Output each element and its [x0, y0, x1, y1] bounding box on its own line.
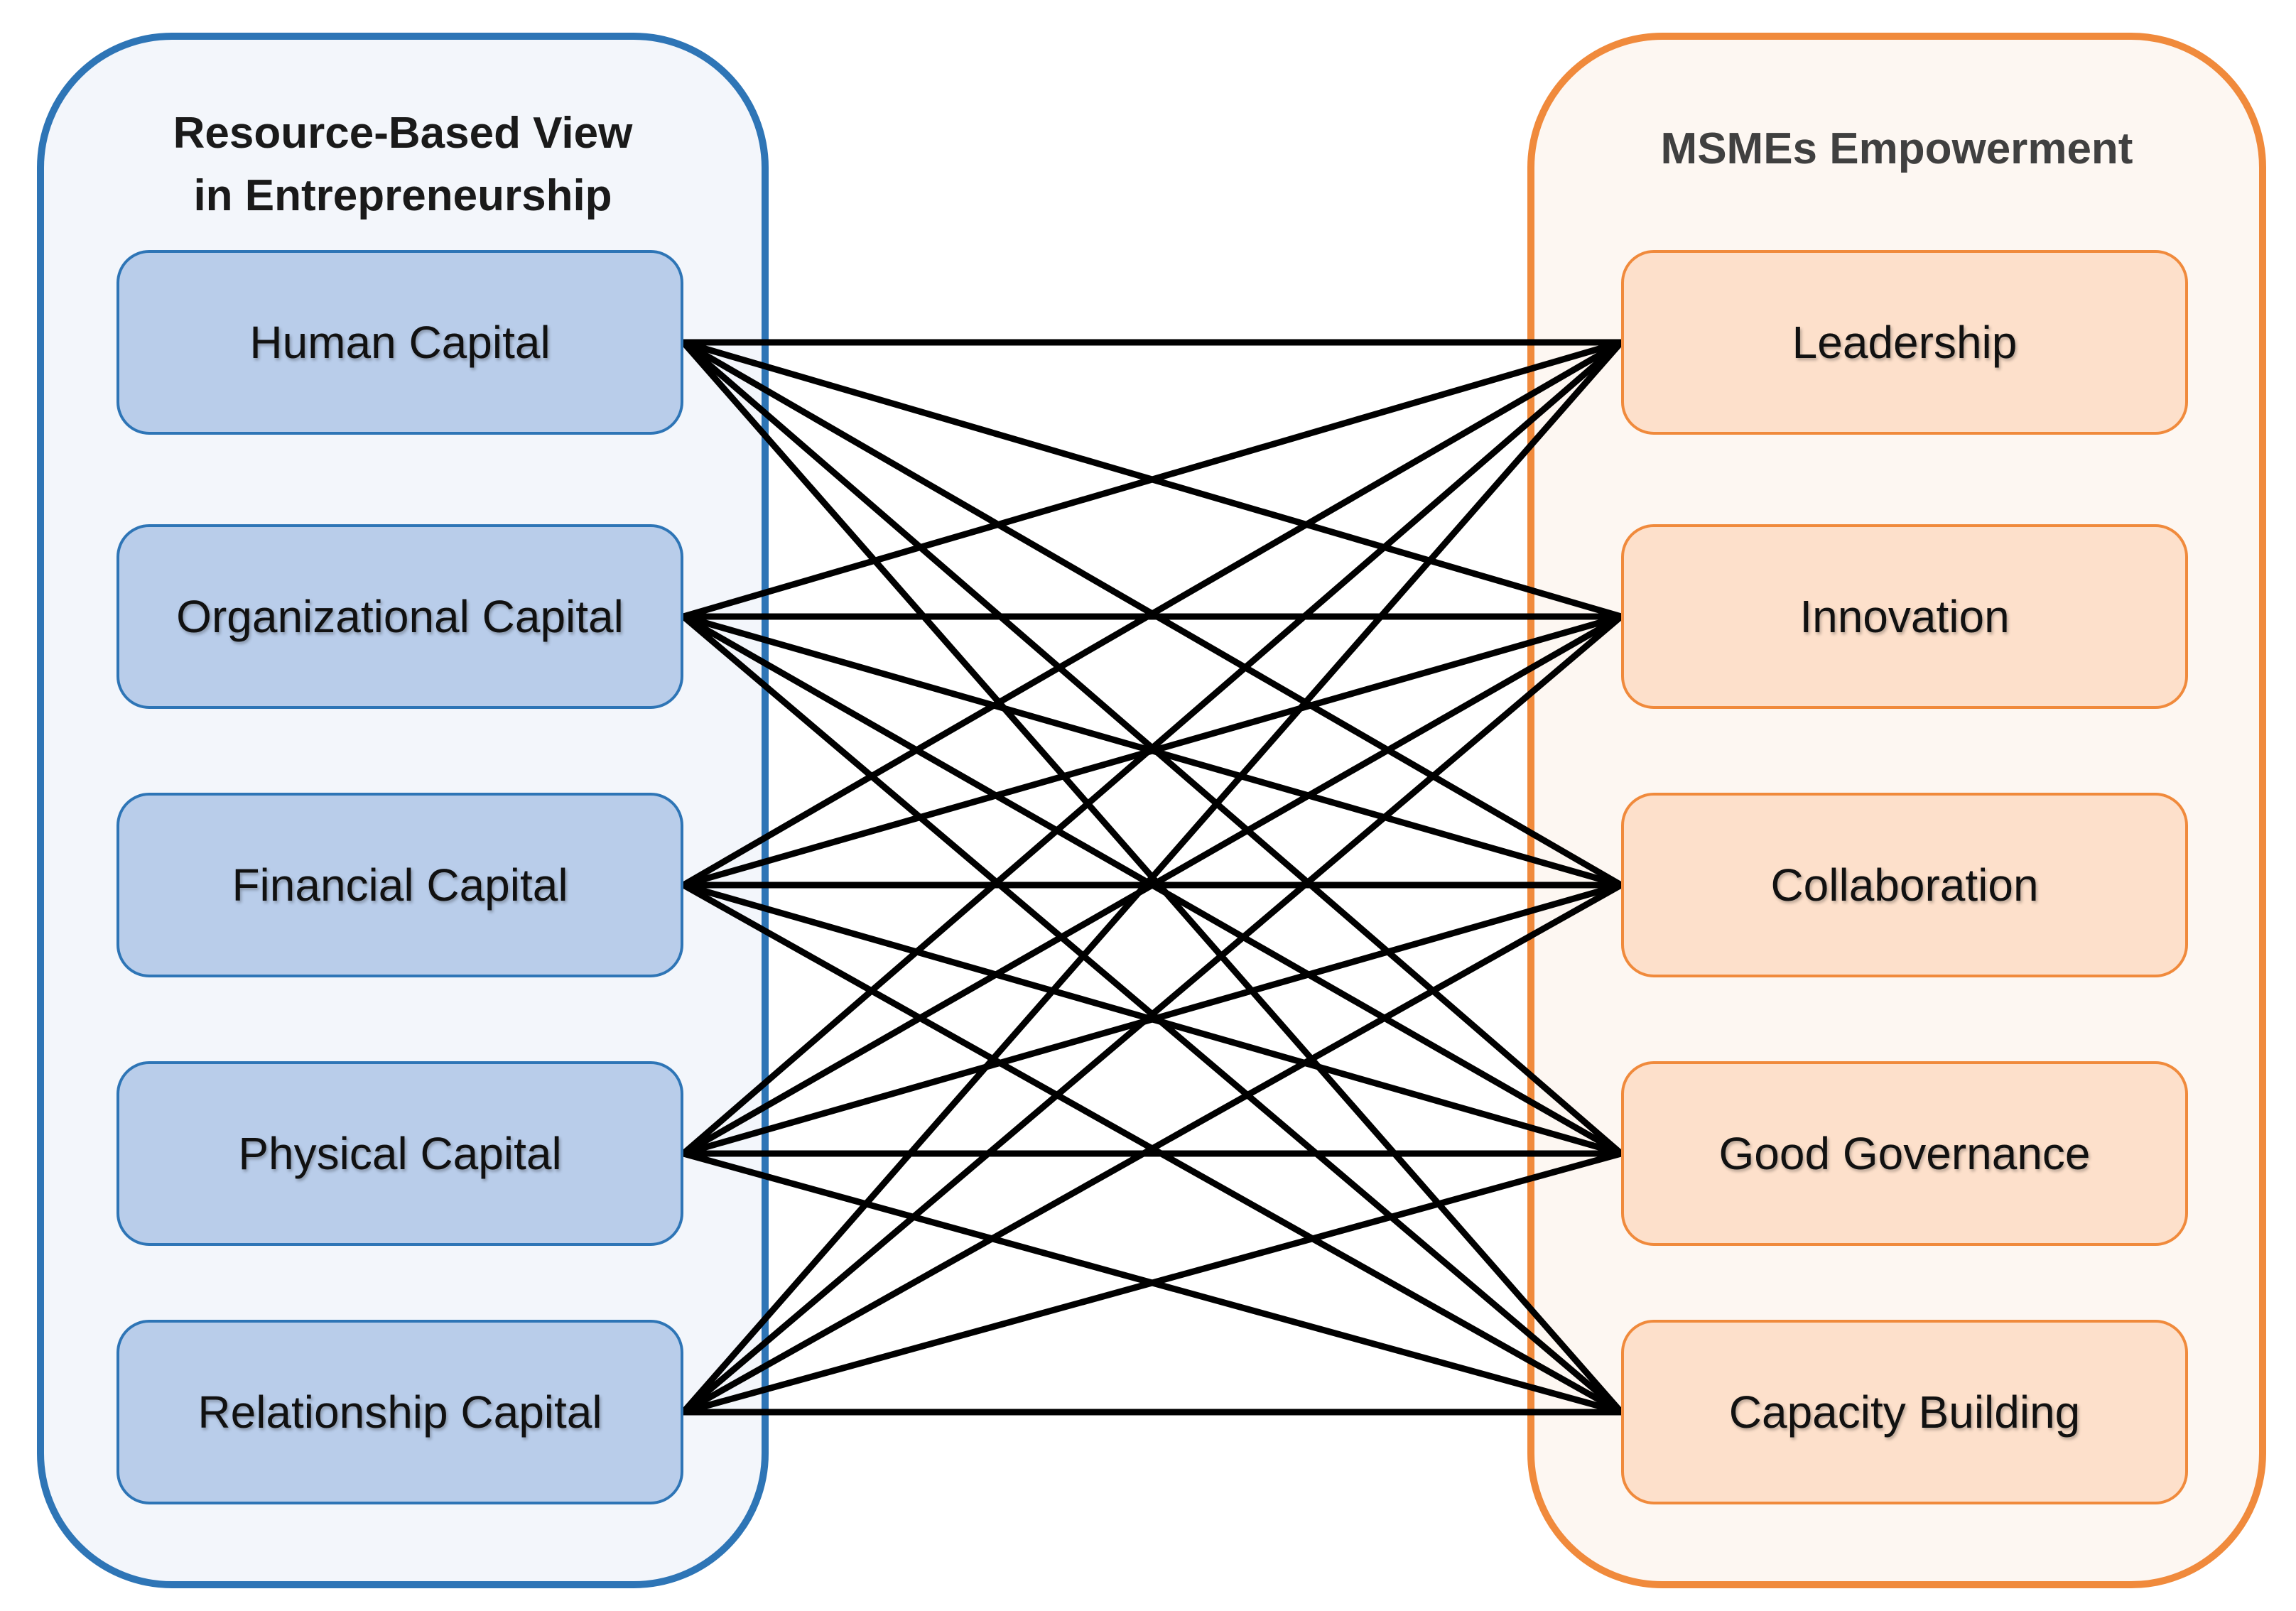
link-line — [680, 339, 1625, 1416]
right-panel-title: MSMEs Empowerment — [1660, 124, 2133, 173]
link-line — [680, 882, 1625, 1416]
box-innovation: Innovation — [1621, 524, 2188, 709]
box-financial-capital: Financial Capital — [117, 793, 683, 977]
link-line — [680, 1150, 1625, 1416]
box-capacity-building: Capacity Building — [1621, 1320, 2188, 1504]
box-good-governance: Good Governance — [1621, 1061, 2188, 1246]
box-leadership: Leadership — [1621, 250, 2188, 435]
link-line — [680, 613, 1625, 1157]
box-relationship-capital: Relationship Capital — [117, 1320, 683, 1504]
link-line — [680, 613, 1625, 1416]
box-collaboration: Collaboration — [1621, 793, 2188, 977]
link-line — [680, 339, 1625, 620]
box-organizational-capital: Organizational Capital — [117, 524, 683, 709]
left-panel-title: Resource-Based View in Entrepreneurship — [173, 109, 633, 220]
link-line — [680, 339, 1625, 889]
box-physical-capital: Physical Capital — [117, 1061, 683, 1246]
link-line — [680, 882, 1625, 1157]
box-human-capital: Human Capital — [117, 250, 683, 435]
link-line — [680, 339, 1625, 1157]
